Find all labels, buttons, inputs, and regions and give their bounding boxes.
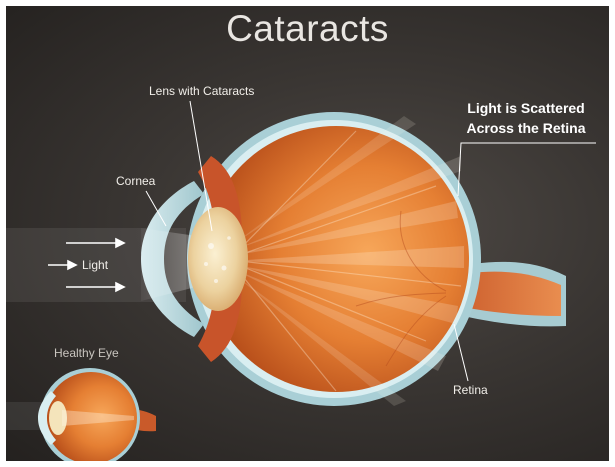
eye-illustration [6,6,609,461]
scattered-label-line2: Across the Retina [451,118,601,138]
scattered-label-line1: Light is Scattered [451,98,601,118]
light-label: Light [82,258,108,272]
lens-label: Lens with Cataracts [149,84,254,98]
retina-label: Retina [453,383,488,397]
cloudy-lens [188,207,248,311]
healthy-eye-illustration [6,368,156,461]
scattered-label: Light is Scattered Across the Retina [451,98,601,138]
cornea-label: Cornea [116,174,155,188]
page-title: Cataracts [6,8,609,50]
healthy-eye-label: Healthy Eye [54,346,119,360]
scattered-leader-line [458,143,596,196]
diagram-panel: Cataracts Lens with Cataracts Cornea Lig… [6,6,609,461]
